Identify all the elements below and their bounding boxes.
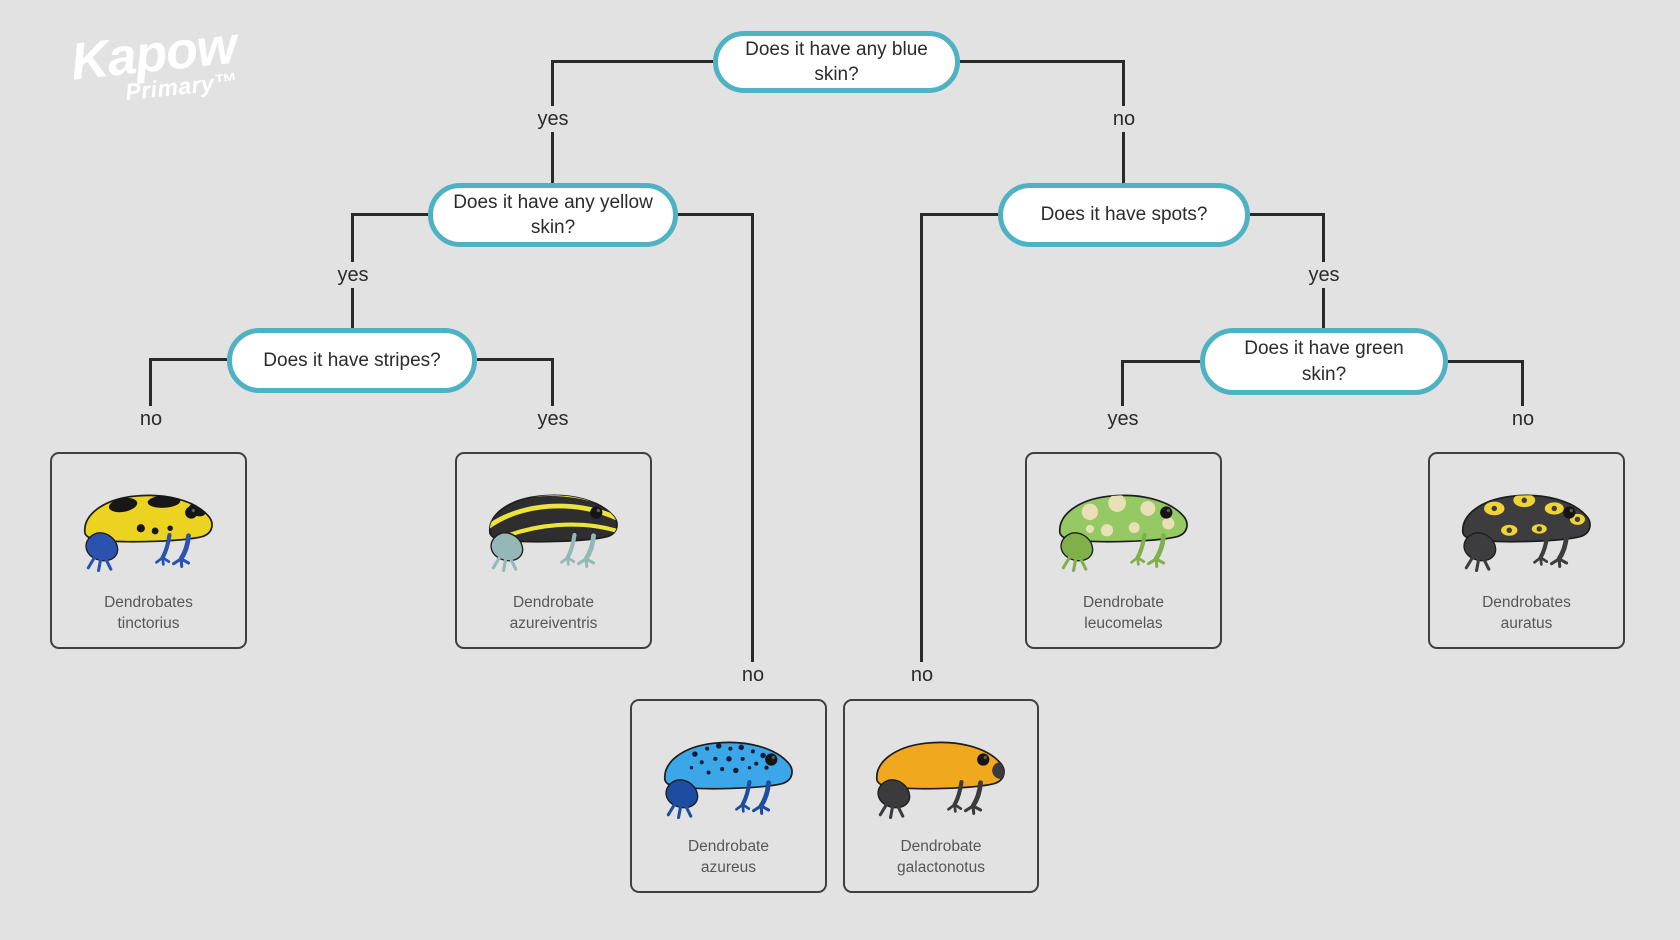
connector-line — [1521, 360, 1524, 422]
decision-node-spots: Does it have spots? — [998, 183, 1250, 247]
frog-illustration-azureiventris — [476, 470, 632, 580]
connector-line — [477, 358, 554, 361]
decision-question: Does it have any yellow skin? — [453, 191, 653, 238]
decision-node-yellow-skin: Does it have any yellow skin? — [428, 183, 678, 247]
frog-illustration-auratus — [1449, 470, 1605, 580]
connector-line — [678, 213, 753, 216]
leaf-card-galactonotus: Dendrobate galactonotus — [843, 699, 1039, 893]
connector-line — [1250, 213, 1324, 216]
branch-label-no: no — [1500, 406, 1546, 432]
genus-text: Dendrobate — [1082, 593, 1164, 611]
species-text: auratus — [1500, 615, 1553, 633]
connector-line — [551, 358, 554, 422]
connector-line — [552, 60, 713, 63]
frog-illustration-tinctorius — [71, 470, 227, 580]
species-name: Dendrobate azureus — [688, 836, 769, 879]
decision-question: Does it have green skin? — [1244, 338, 1404, 385]
connector-line — [352, 213, 428, 216]
frog-illustration-azureus — [651, 717, 807, 827]
leaf-card-leucomelas: Dendrobate leucomelas — [1025, 452, 1222, 649]
connector-line — [960, 60, 1124, 63]
connector-line — [149, 358, 152, 422]
branch-label-yes: yes — [526, 406, 580, 432]
branch-label-yes: yes — [326, 262, 380, 288]
frog-illustration-galactonotus — [863, 717, 1019, 827]
branch-label-yes: yes — [1297, 262, 1351, 288]
species-text: galactonotus — [897, 859, 985, 877]
decision-node-blue-skin: Does it have any blue skin? — [713, 31, 960, 93]
species-name: Dendrobates auratus — [1482, 592, 1571, 635]
leaf-card-tinctorius: Dendrobates tinctorius — [50, 452, 247, 649]
kapow-primary-logo: Kapow Primary™ — [68, 17, 241, 112]
connector-line — [922, 213, 998, 216]
connector-line — [920, 213, 923, 675]
decision-question: Does it have stripes? — [263, 349, 441, 371]
species-name: Dendrobate galactonotus — [897, 836, 985, 879]
leaf-card-azureus: Dendrobate azureus — [630, 699, 827, 893]
connector-line — [150, 358, 227, 361]
leaf-card-azureiventris: Dendrobate azureiventris — [455, 452, 652, 649]
branch-label-no: no — [899, 662, 945, 688]
species-name: Dendrobate leucomelas — [1083, 592, 1164, 635]
genus-text: Dendrobates — [104, 593, 193, 611]
connector-line — [1121, 360, 1124, 422]
connector-line — [751, 213, 754, 675]
connector-line — [1123, 360, 1200, 363]
branch-label-no: no — [128, 406, 174, 432]
branch-label-no: no — [730, 662, 776, 688]
decision-question: Does it have spots? — [1040, 204, 1208, 226]
branch-label-yes: yes — [526, 106, 580, 132]
genus-text: Dendrobates — [1482, 593, 1571, 611]
connector-line — [1448, 360, 1523, 363]
species-name: Dendrobates tinctorius — [104, 592, 193, 635]
species-text: leucomelas — [1084, 615, 1163, 633]
frog-illustration-leucomelas — [1046, 470, 1202, 580]
genus-text: Dendrobate — [687, 837, 769, 855]
leaf-card-auratus: Dendrobates auratus — [1428, 452, 1625, 649]
species-name: Dendrobate azureiventris — [510, 592, 598, 635]
species-text: azureiventris — [509, 615, 598, 633]
decision-node-green-skin: Does it have green skin? — [1200, 328, 1448, 395]
species-text: tinctorius — [117, 615, 180, 633]
genus-text: Dendrobate — [512, 593, 594, 611]
decision-node-stripes: Does it have stripes? — [227, 328, 477, 393]
branch-label-no: no — [1101, 106, 1147, 132]
branch-label-yes: yes — [1096, 406, 1150, 432]
decision-question: Does it have any blue skin? — [745, 38, 928, 85]
genus-text: Dendrobate — [900, 837, 982, 855]
species-text: azureus — [700, 859, 757, 877]
